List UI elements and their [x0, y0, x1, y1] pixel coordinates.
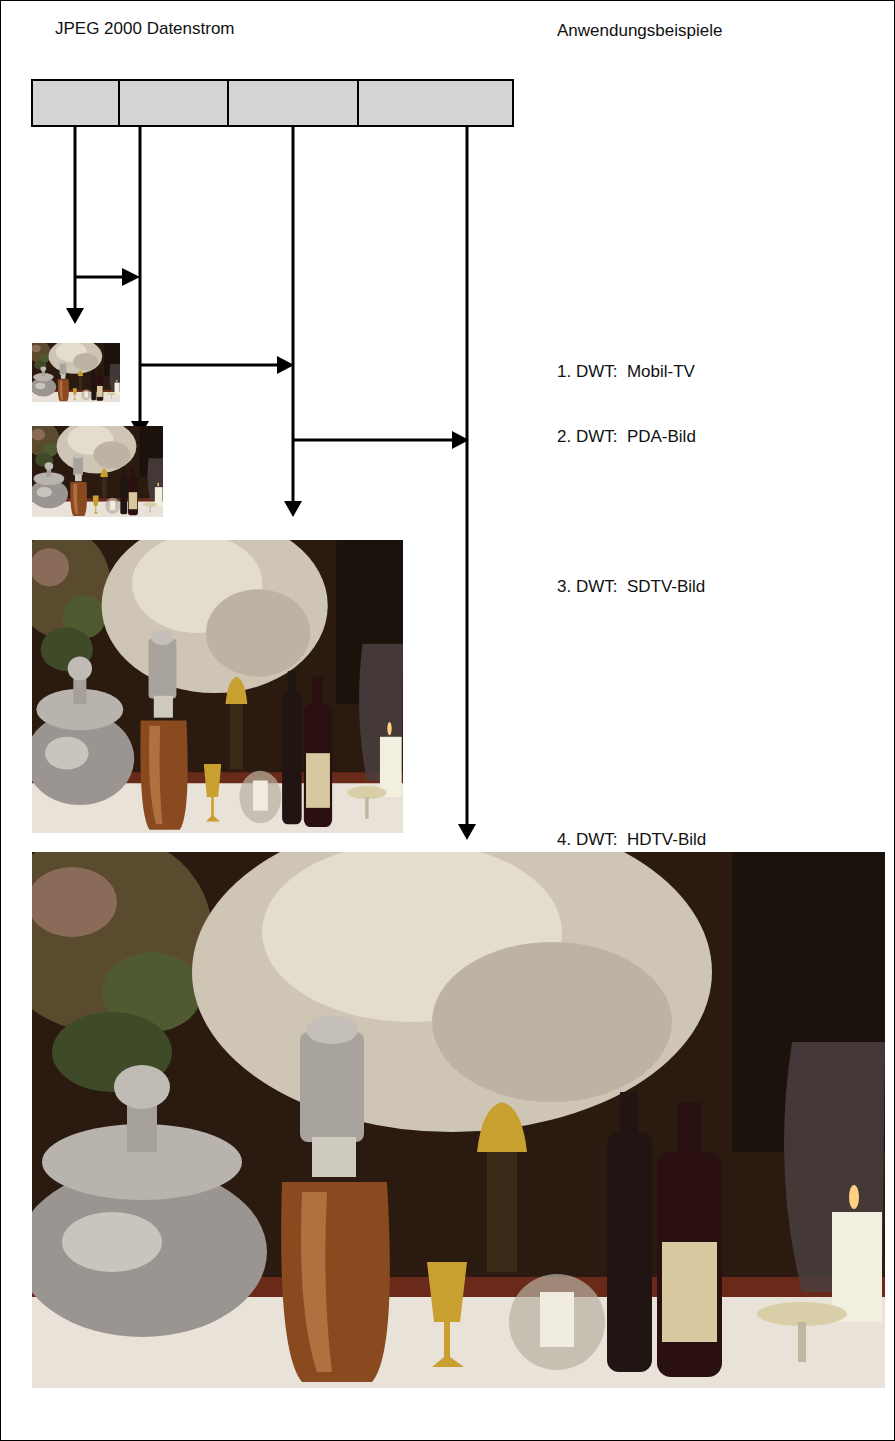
level-label: 4. DWT: HDTV-Bild: [557, 830, 706, 850]
level-label: 1. DWT: Mobil-TV: [557, 362, 695, 382]
level-label: 2. DWT: PDA-Bild: [557, 427, 696, 447]
photo-mobile: [28, 339, 120, 402]
photo-sdtv: [15, 518, 403, 833]
photo-hdtv: [0, 812, 885, 1388]
datastream-bar: [32, 80, 513, 126]
column-title: Anwendungsbeispiele: [557, 21, 722, 41]
photo-pda: [26, 419, 163, 517]
stream-title: JPEG 2000 Datenstrom: [55, 19, 235, 39]
level-label: 3. DWT: SDTV-Bild: [557, 577, 705, 597]
